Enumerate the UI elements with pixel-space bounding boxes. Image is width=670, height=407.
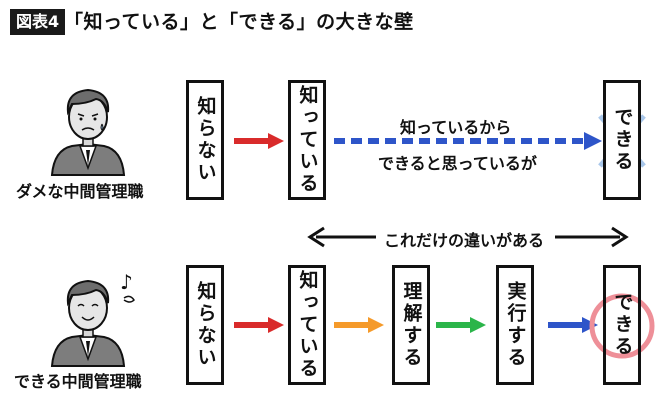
stage-box-bottom-5: できる bbox=[603, 265, 641, 385]
stage-box-top-3: できる bbox=[603, 80, 641, 200]
dashed-arrow-top bbox=[334, 132, 602, 150]
stage-label: できる bbox=[611, 107, 634, 173]
stage-box-top-2: 知っている bbox=[288, 80, 326, 200]
stage-label: 知っている bbox=[296, 85, 319, 195]
stage-box-top-1: 知らない bbox=[186, 80, 224, 200]
figure-tag: 図表4 bbox=[10, 9, 66, 35]
gap-label: これだけの違いがある bbox=[380, 227, 549, 251]
dashed-label-line1: 知っているから bbox=[400, 118, 512, 137]
arrow-bottom-2 bbox=[334, 317, 384, 333]
arrow-top-1 bbox=[234, 133, 284, 149]
stage-box-bottom-4: 実行する bbox=[496, 265, 534, 385]
stage-label: 理解する bbox=[400, 281, 423, 369]
person-caption-bottom: できる中間管理職 bbox=[14, 372, 142, 391]
stage-label: できる bbox=[611, 292, 634, 358]
stage-box-bottom-3: 理解する bbox=[392, 265, 430, 385]
gap-double-arrow bbox=[307, 226, 629, 248]
stage-label: 知らない bbox=[194, 281, 217, 369]
arrow-bottom-3 bbox=[436, 317, 486, 333]
stage-label: 実行する bbox=[504, 281, 527, 369]
music-note-icon: ♪ bbox=[120, 270, 133, 294]
stage-box-bottom-2: 知っている bbox=[288, 265, 326, 385]
worried-manager-icon bbox=[50, 88, 126, 176]
dashed-label-line2: できると思っているが bbox=[378, 154, 537, 173]
happy-manager-icon bbox=[50, 279, 135, 367]
stage-label: 知らない bbox=[194, 96, 217, 184]
figure-title: 「知っている」と「できる」の大きな壁 bbox=[64, 11, 414, 33]
stage-box-bottom-1: 知らない bbox=[186, 265, 224, 385]
arrow-bottom-1 bbox=[234, 317, 284, 333]
stage-label: 知っている bbox=[296, 270, 319, 380]
success-circle-icon bbox=[589, 293, 655, 359]
person-caption-top: ダメな中間管理職 bbox=[16, 182, 144, 201]
